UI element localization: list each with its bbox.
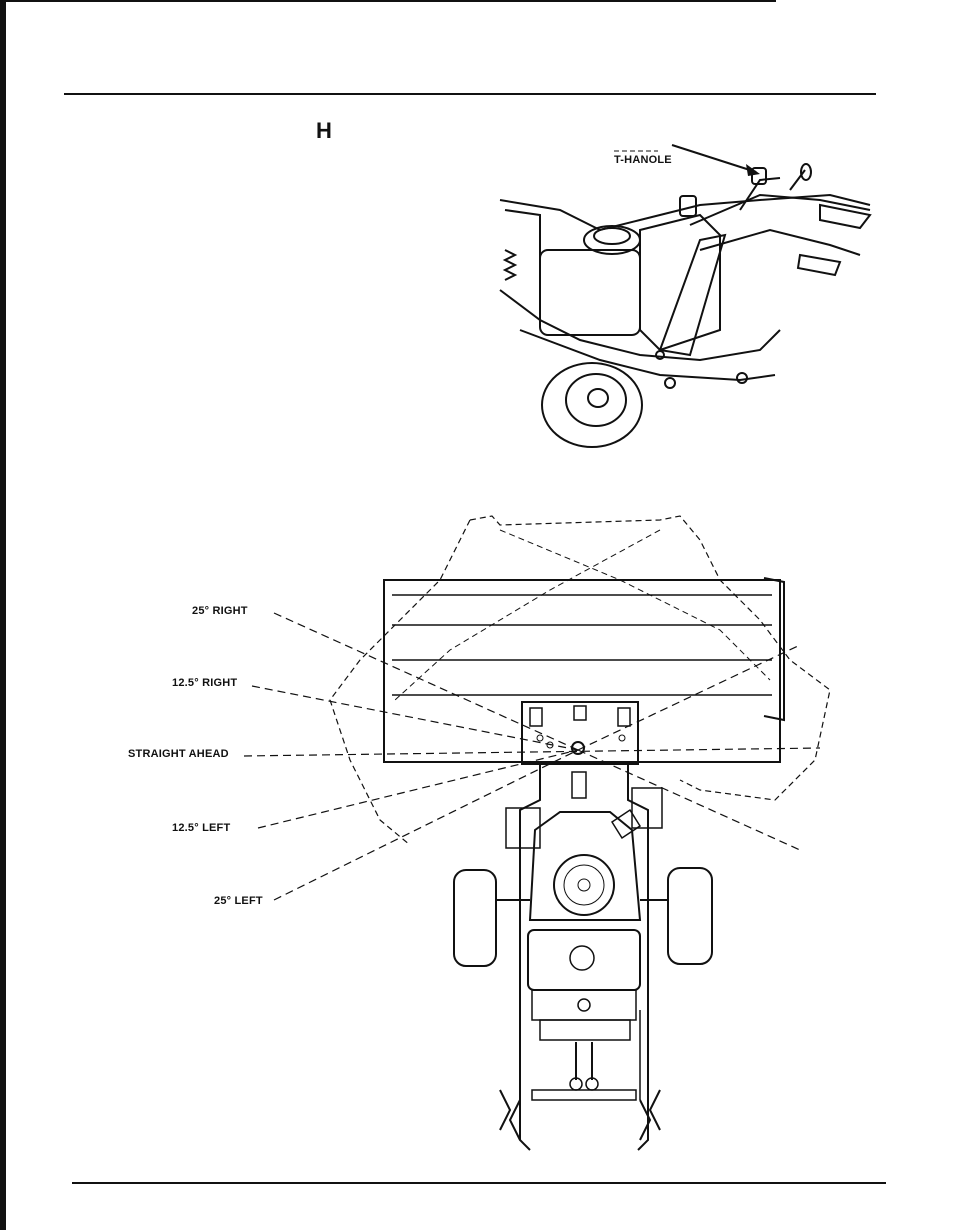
label-25-right: 25° RIGHT (192, 605, 248, 617)
header-rule (64, 93, 876, 95)
top-edge-rule (0, 0, 776, 2)
top-illustration (499, 144, 872, 448)
label-25-left: 25° LEFT (214, 895, 263, 907)
footer-rule (72, 1182, 886, 1184)
section-heading-letter: H (316, 118, 332, 143)
label-12-5-right: 12.5° RIGHT (172, 677, 238, 689)
label-straight-ahead: STRAIGHT AHEAD (128, 748, 229, 760)
left-edge-bar (0, 0, 6, 1230)
t-handle-callout: T-HANOLE (614, 154, 672, 166)
label-12-5-left: 12.5° LEFT (172, 822, 231, 834)
